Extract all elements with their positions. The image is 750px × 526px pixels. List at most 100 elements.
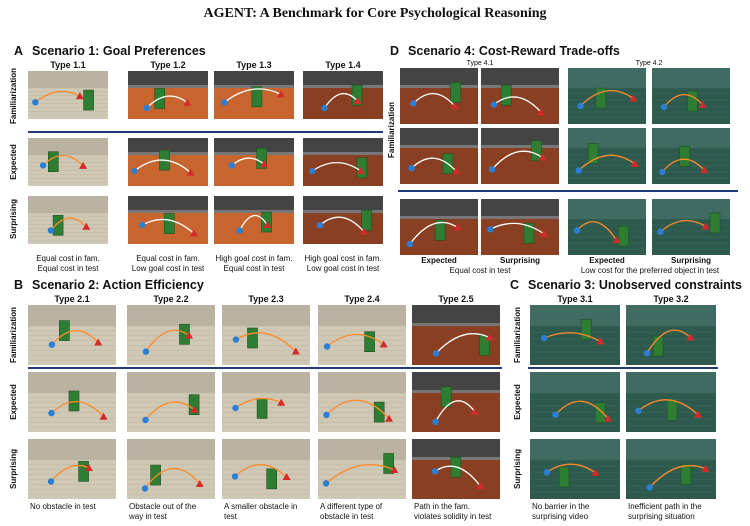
scenario4-letter: D	[390, 44, 400, 58]
scenario4-row-familiarization: Familiarization	[387, 102, 396, 159]
scenario2-image-2-0	[222, 305, 310, 365]
scenario1-caption-0-line: Equal cost in test	[37, 263, 99, 273]
scenario1-caption-3: High goal cost in fam.Low goal cost in t…	[301, 254, 385, 273]
scenario4-fam-2-b	[568, 128, 646, 184]
scenario2-image-4-0	[412, 305, 500, 365]
scenario1-caption-0: Equal cost in fam.Equal cost in test	[26, 254, 110, 273]
scenario1-caption-2: High goal cost in fam.Equal cost in test	[212, 254, 296, 273]
scenario2-type-1: Type 2.2	[153, 294, 189, 304]
scenario2-type-3: Type 2.4	[344, 294, 380, 304]
scenario4-type-0: Type 4.1	[466, 60, 494, 67]
scenario2-caption-2-line: test	[224, 511, 237, 521]
scenario1-caption-3-line: High goal cost in fam.	[304, 254, 382, 263]
scenario2-caption-4-line: Path in the fam.	[414, 502, 471, 511]
scenario2-divider	[28, 367, 502, 369]
scenario4-divider	[398, 190, 738, 192]
scenario3-caption-0-line: surprising video	[532, 511, 589, 521]
scenario2-image-4-2	[412, 439, 500, 499]
scenario3-caption-0-line: No barrier in the	[532, 502, 590, 511]
scenario3-letter: C	[510, 278, 520, 292]
scenario1-caption-1: Equal cost in fam.Low goal cost in test	[126, 254, 210, 273]
scenario4-title: Scenario 4: Cost-Reward Trade-offs	[408, 44, 620, 58]
scenario3-image-1-0	[626, 305, 716, 365]
scenario2-heading: B Scenario 2: Action Efficiency	[14, 278, 204, 292]
scenario1-caption-0-line: Equal cost in fam.	[36, 254, 100, 263]
scenario2-image-3-1	[318, 372, 406, 432]
scenario4-test-label-3: Surprising	[670, 256, 711, 265]
scenario1-type-2: Type 1.3	[236, 60, 272, 70]
scenario2-type-4: Type 2.5	[438, 294, 474, 304]
scenario4-heading: D Scenario 4: Cost-Reward Trade-offs	[390, 44, 620, 58]
scenario1-row-familiarization: Familiarization	[9, 68, 18, 125]
scenario1-caption-1-line: Equal cost in fam.	[136, 254, 200, 263]
scenario1-letter: A	[14, 44, 24, 58]
scenario2-image-1-2	[127, 439, 215, 499]
scenario1-image-3-2	[303, 196, 383, 244]
figure-title: AGENT: A Benchmark for Core Psychologica…	[203, 6, 547, 21]
scenario2-caption-2-line: A smaller obstacle in	[224, 502, 298, 511]
scenario4-test-3	[652, 199, 730, 255]
scenario1-image-2-2	[214, 196, 294, 244]
scenario2-image-3-2	[318, 439, 406, 499]
scenario3-image-0-2	[530, 439, 620, 499]
scenario2-image-0-1	[28, 372, 116, 432]
scenario4-fam-0-b	[400, 128, 478, 184]
scenario4-fam-0-a	[400, 68, 478, 124]
scenario2-image-3-0	[318, 305, 406, 365]
scenario2-row-familiarization: Familiarization	[9, 307, 18, 364]
scenario1-image-3-0	[303, 71, 383, 119]
scenario4-test-label-2: Expected	[589, 256, 625, 265]
scenario4-fam-3-a	[652, 68, 730, 124]
scenario4-caption-1: Low cost for the preferred object in tes…	[580, 266, 720, 275]
scenario2-type-0: Type 2.1	[54, 294, 90, 304]
scenario2-caption-1-line: Obstacle out of the	[129, 502, 197, 511]
scenario2-image-2-1	[222, 372, 310, 432]
scenario4-test-1	[481, 199, 559, 255]
scenario2-type-2: Type 2.3	[248, 294, 284, 304]
scenario2-image-2-2	[222, 439, 310, 499]
scenario2-image-1-0	[127, 305, 215, 365]
scenario4-fam-2-a	[568, 68, 646, 124]
scenario2-caption-1-line: way in test	[129, 511, 167, 521]
scenario1-caption-2-line: Equal cost in test	[223, 263, 285, 273]
scenario1-divider	[28, 131, 383, 133]
scenario2-title: Scenario 2: Action Efficiency	[32, 278, 204, 292]
scenario1-caption-3-line: Low goal cost in test	[306, 263, 380, 273]
scenario1-image-1-1	[128, 138, 208, 186]
scenario1-type-1: Type 1.2	[150, 60, 186, 70]
scenario1-image-1-2	[128, 196, 208, 244]
scenario4-fam-1-a	[481, 68, 559, 124]
scenario1-type-0: Type 1.1	[50, 60, 86, 70]
scenario2-caption-0: No obstacle in test	[30, 502, 124, 512]
scenario2-row-surprising: Surprising	[9, 449, 18, 490]
scenario2-letter: B	[14, 278, 24, 292]
scenario2-image-0-0	[28, 305, 116, 365]
scenario2-caption-4: Path in the fam.violates solidity in tes…	[414, 502, 508, 521]
scenario2-caption-3-line: obstacle in test	[320, 511, 374, 521]
scenario4-test-0	[400, 199, 478, 255]
scenario1-image-0-2	[28, 196, 108, 244]
scenario3-caption-1-line: Inefficient path in the	[628, 502, 702, 511]
scenario3-type-1: Type 3.2	[653, 294, 689, 304]
scenario1-image-1-0	[128, 71, 208, 119]
scenario3-row-surprising: Surprising	[513, 449, 522, 490]
scenario4-caption-0: Equal cost in test	[449, 266, 511, 275]
scenario3-divider	[528, 367, 718, 369]
scenario1-image-0-0	[28, 71, 108, 119]
scenario3-row-expected: Expected	[513, 384, 522, 420]
scenario1-caption-1-line: Low goal cost in test	[131, 263, 205, 273]
scenario3-image-0-1	[530, 372, 620, 432]
scenario2-caption-0-line: No obstacle in test	[30, 502, 96, 511]
scenario1-title: Scenario 1: Goal Preferences	[32, 44, 206, 58]
scenario2-image-0-2	[28, 439, 116, 499]
scenario1-image-2-1	[214, 138, 294, 186]
scenario1-row-surprising: Surprising	[9, 199, 18, 240]
scenario2-caption-3-line: A different type of	[320, 502, 383, 511]
scenario1-image-2-0	[214, 71, 294, 119]
scenario1-caption-2-line: High goal cost in fam.	[215, 254, 293, 263]
scenario1-image-0-1	[28, 138, 108, 186]
